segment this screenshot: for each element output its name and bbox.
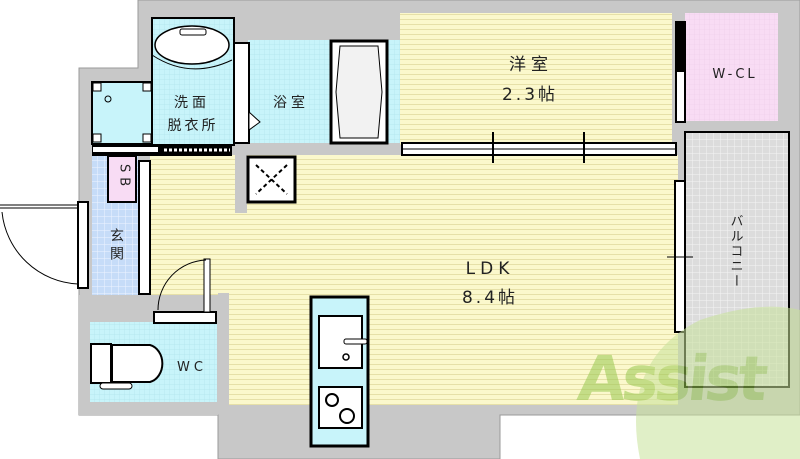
- entrance-door[interactable]: [0, 201, 89, 289]
- wall-ldk-left-lower: [218, 293, 229, 405]
- ldk-size: 8.4帖: [462, 288, 518, 308]
- shoe-box: [107, 155, 137, 203]
- stove-icon: [318, 386, 363, 429]
- ventilation-fan-icon: [246, 155, 297, 204]
- entrance-label: 玄関: [108, 227, 124, 264]
- kitchen-counter: [309, 295, 370, 448]
- bathroom-label: 浴室: [273, 94, 309, 111]
- toilet-label: WC: [177, 360, 207, 375]
- closet-label: W-CL: [712, 67, 757, 82]
- assist-logo-watermark: Assist: [574, 306, 800, 459]
- wash-basin-icon: [151, 25, 233, 70]
- toilet-icon: [90, 343, 164, 390]
- closet-floor: [685, 13, 778, 121]
- door-arrow-icon: [248, 110, 261, 131]
- western-room-size: 2.3帖: [502, 85, 558, 105]
- balcony-label: バルコニー: [728, 214, 744, 289]
- western-room-floor: [400, 13, 672, 145]
- washroom-label-1: 洗面: [174, 95, 210, 111]
- pillar: [235, 155, 247, 213]
- western-room-sliding-door[interactable]: [401, 132, 677, 163]
- balcony-window[interactable]: [667, 180, 693, 333]
- toilet-door[interactable]: [153, 258, 217, 324]
- washroom-label-2: 脱衣所: [168, 118, 219, 134]
- bathroom-door[interactable]: [233, 42, 250, 144]
- western-room-label: 洋室: [509, 55, 553, 75]
- logo-text: Assist: [574, 342, 770, 415]
- bathtub-icon: [329, 39, 389, 145]
- entrance-wall: [138, 160, 151, 295]
- washing-machine-icon: [91, 81, 153, 145]
- shoe-box-label: SB: [117, 164, 132, 191]
- ldk-label: LDK: [466, 259, 515, 279]
